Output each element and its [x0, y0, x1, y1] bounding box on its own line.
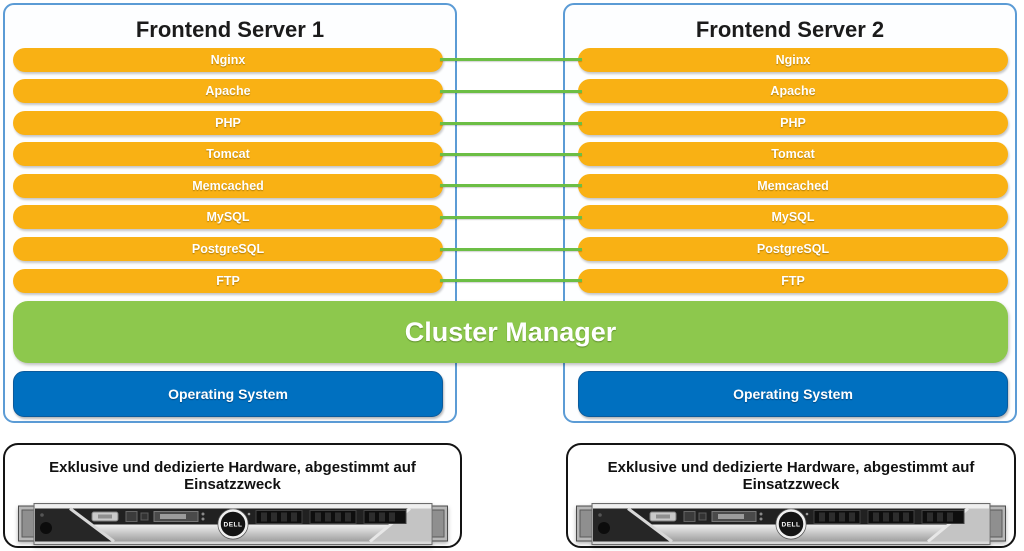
rack-server-image: DELL	[576, 503, 1006, 545]
connection-line-postgresql	[440, 248, 582, 251]
cluster-manager-bar: Cluster Manager	[13, 301, 1008, 363]
brand-label: DELL	[782, 522, 801, 529]
service-bar-php: PHP	[578, 111, 1008, 135]
service-bar-apache: Apache	[578, 79, 1008, 103]
connection-line-tomcat	[440, 153, 582, 156]
service-bar-apache: Apache	[13, 79, 443, 103]
connection-line-mysql	[440, 216, 582, 219]
dell-logo-icon: DELL	[775, 508, 807, 540]
service-bar-ftp: FTP	[578, 269, 1008, 293]
connection-line-apache	[440, 90, 582, 93]
service-bar-nginx: Nginx	[13, 48, 443, 72]
service-bar-nginx: Nginx	[578, 48, 1008, 72]
service-bar-mysql: MySQL	[578, 205, 1008, 229]
service-bar-postgresql: PostgreSQL	[578, 237, 1008, 261]
operating-system-bar: Operating System	[13, 371, 443, 417]
hardware-caption: Exklusive und dedizierte Hardware, abges…	[607, 459, 975, 493]
service-bar-memcached: Memcached	[13, 174, 443, 198]
frontend-server-1-box: Frontend Server 1 Nginx Apache PHP Tomca…	[3, 3, 457, 423]
hardware-caption: Exklusive und dedizierte Hardware, abges…	[49, 459, 416, 493]
operating-system-bar: Operating System	[578, 371, 1008, 417]
rack-server-image: DELL	[17, 503, 448, 545]
brand-label: DELL	[223, 522, 242, 529]
service-bar-tomcat: Tomcat	[13, 142, 443, 166]
connection-line-nginx	[440, 58, 582, 61]
connection-line-php	[440, 122, 582, 125]
hardware-box-1: Exklusive und dedizierte Hardware, abges…	[3, 443, 462, 548]
connection-line-memcached	[440, 184, 582, 187]
service-bar-memcached: Memcached	[578, 174, 1008, 198]
server-title: Frontend Server 2	[695, 17, 885, 42]
server-title: Frontend Server 1	[135, 17, 325, 42]
hardware-box-2: Exklusive und dedizierte Hardware, abges…	[566, 443, 1016, 548]
dell-logo-icon: DELL	[217, 508, 248, 540]
service-bar-ftp: FTP	[13, 269, 443, 293]
connection-line-ftp	[440, 279, 582, 282]
service-bar-tomcat: Tomcat	[578, 142, 1008, 166]
service-bar-mysql: MySQL	[13, 205, 443, 229]
service-bar-postgresql: PostgreSQL	[13, 237, 443, 261]
service-bar-php: PHP	[13, 111, 443, 135]
